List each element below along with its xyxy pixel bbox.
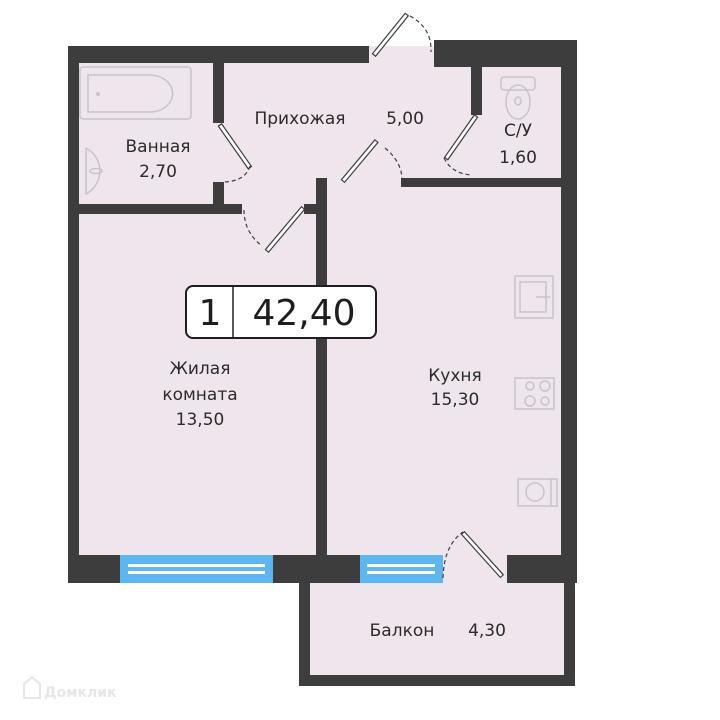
watermark-logo: Домклик xyxy=(23,675,117,701)
balcony-floor xyxy=(299,583,575,686)
balcony-area: 4,30 xyxy=(468,621,506,641)
window-living xyxy=(120,555,273,583)
entrance-door xyxy=(371,12,432,58)
bath-area: 2,70 xyxy=(139,162,177,182)
hall-area: 5,00 xyxy=(386,109,424,129)
wc-door xyxy=(443,114,479,176)
bathtub-icon xyxy=(79,66,192,120)
living-door xyxy=(243,205,306,254)
summary-badge: 1 42,40 xyxy=(185,285,377,339)
washing-machine-icon xyxy=(517,478,558,507)
living-name-1: Жилая xyxy=(170,359,231,379)
stove-icon xyxy=(514,377,555,410)
sink-icon xyxy=(514,275,554,319)
rooms-count: 1 xyxy=(199,293,222,334)
watermark-text: Домклик xyxy=(44,685,117,701)
balcony-name: Балкон xyxy=(370,621,435,641)
hall-name: Прихожая xyxy=(254,109,345,129)
balcony-door xyxy=(442,530,505,579)
bath-name: Ванная xyxy=(126,137,191,157)
total-area: 42,40 xyxy=(252,293,355,334)
wc-area: 1,60 xyxy=(499,148,537,168)
bath-door xyxy=(217,123,253,183)
living-area: 13,50 xyxy=(176,410,225,430)
walls xyxy=(68,40,577,686)
kitchen-area: 15,30 xyxy=(431,390,480,410)
living-name-2: комната xyxy=(162,385,237,405)
toilet-icon xyxy=(500,76,536,120)
kitchen-door xyxy=(340,139,403,184)
washbasin-icon xyxy=(85,146,103,196)
window-kitchen xyxy=(360,555,443,583)
wc-name: С/У xyxy=(504,121,533,141)
kitchen-name: Кухня xyxy=(428,366,482,386)
